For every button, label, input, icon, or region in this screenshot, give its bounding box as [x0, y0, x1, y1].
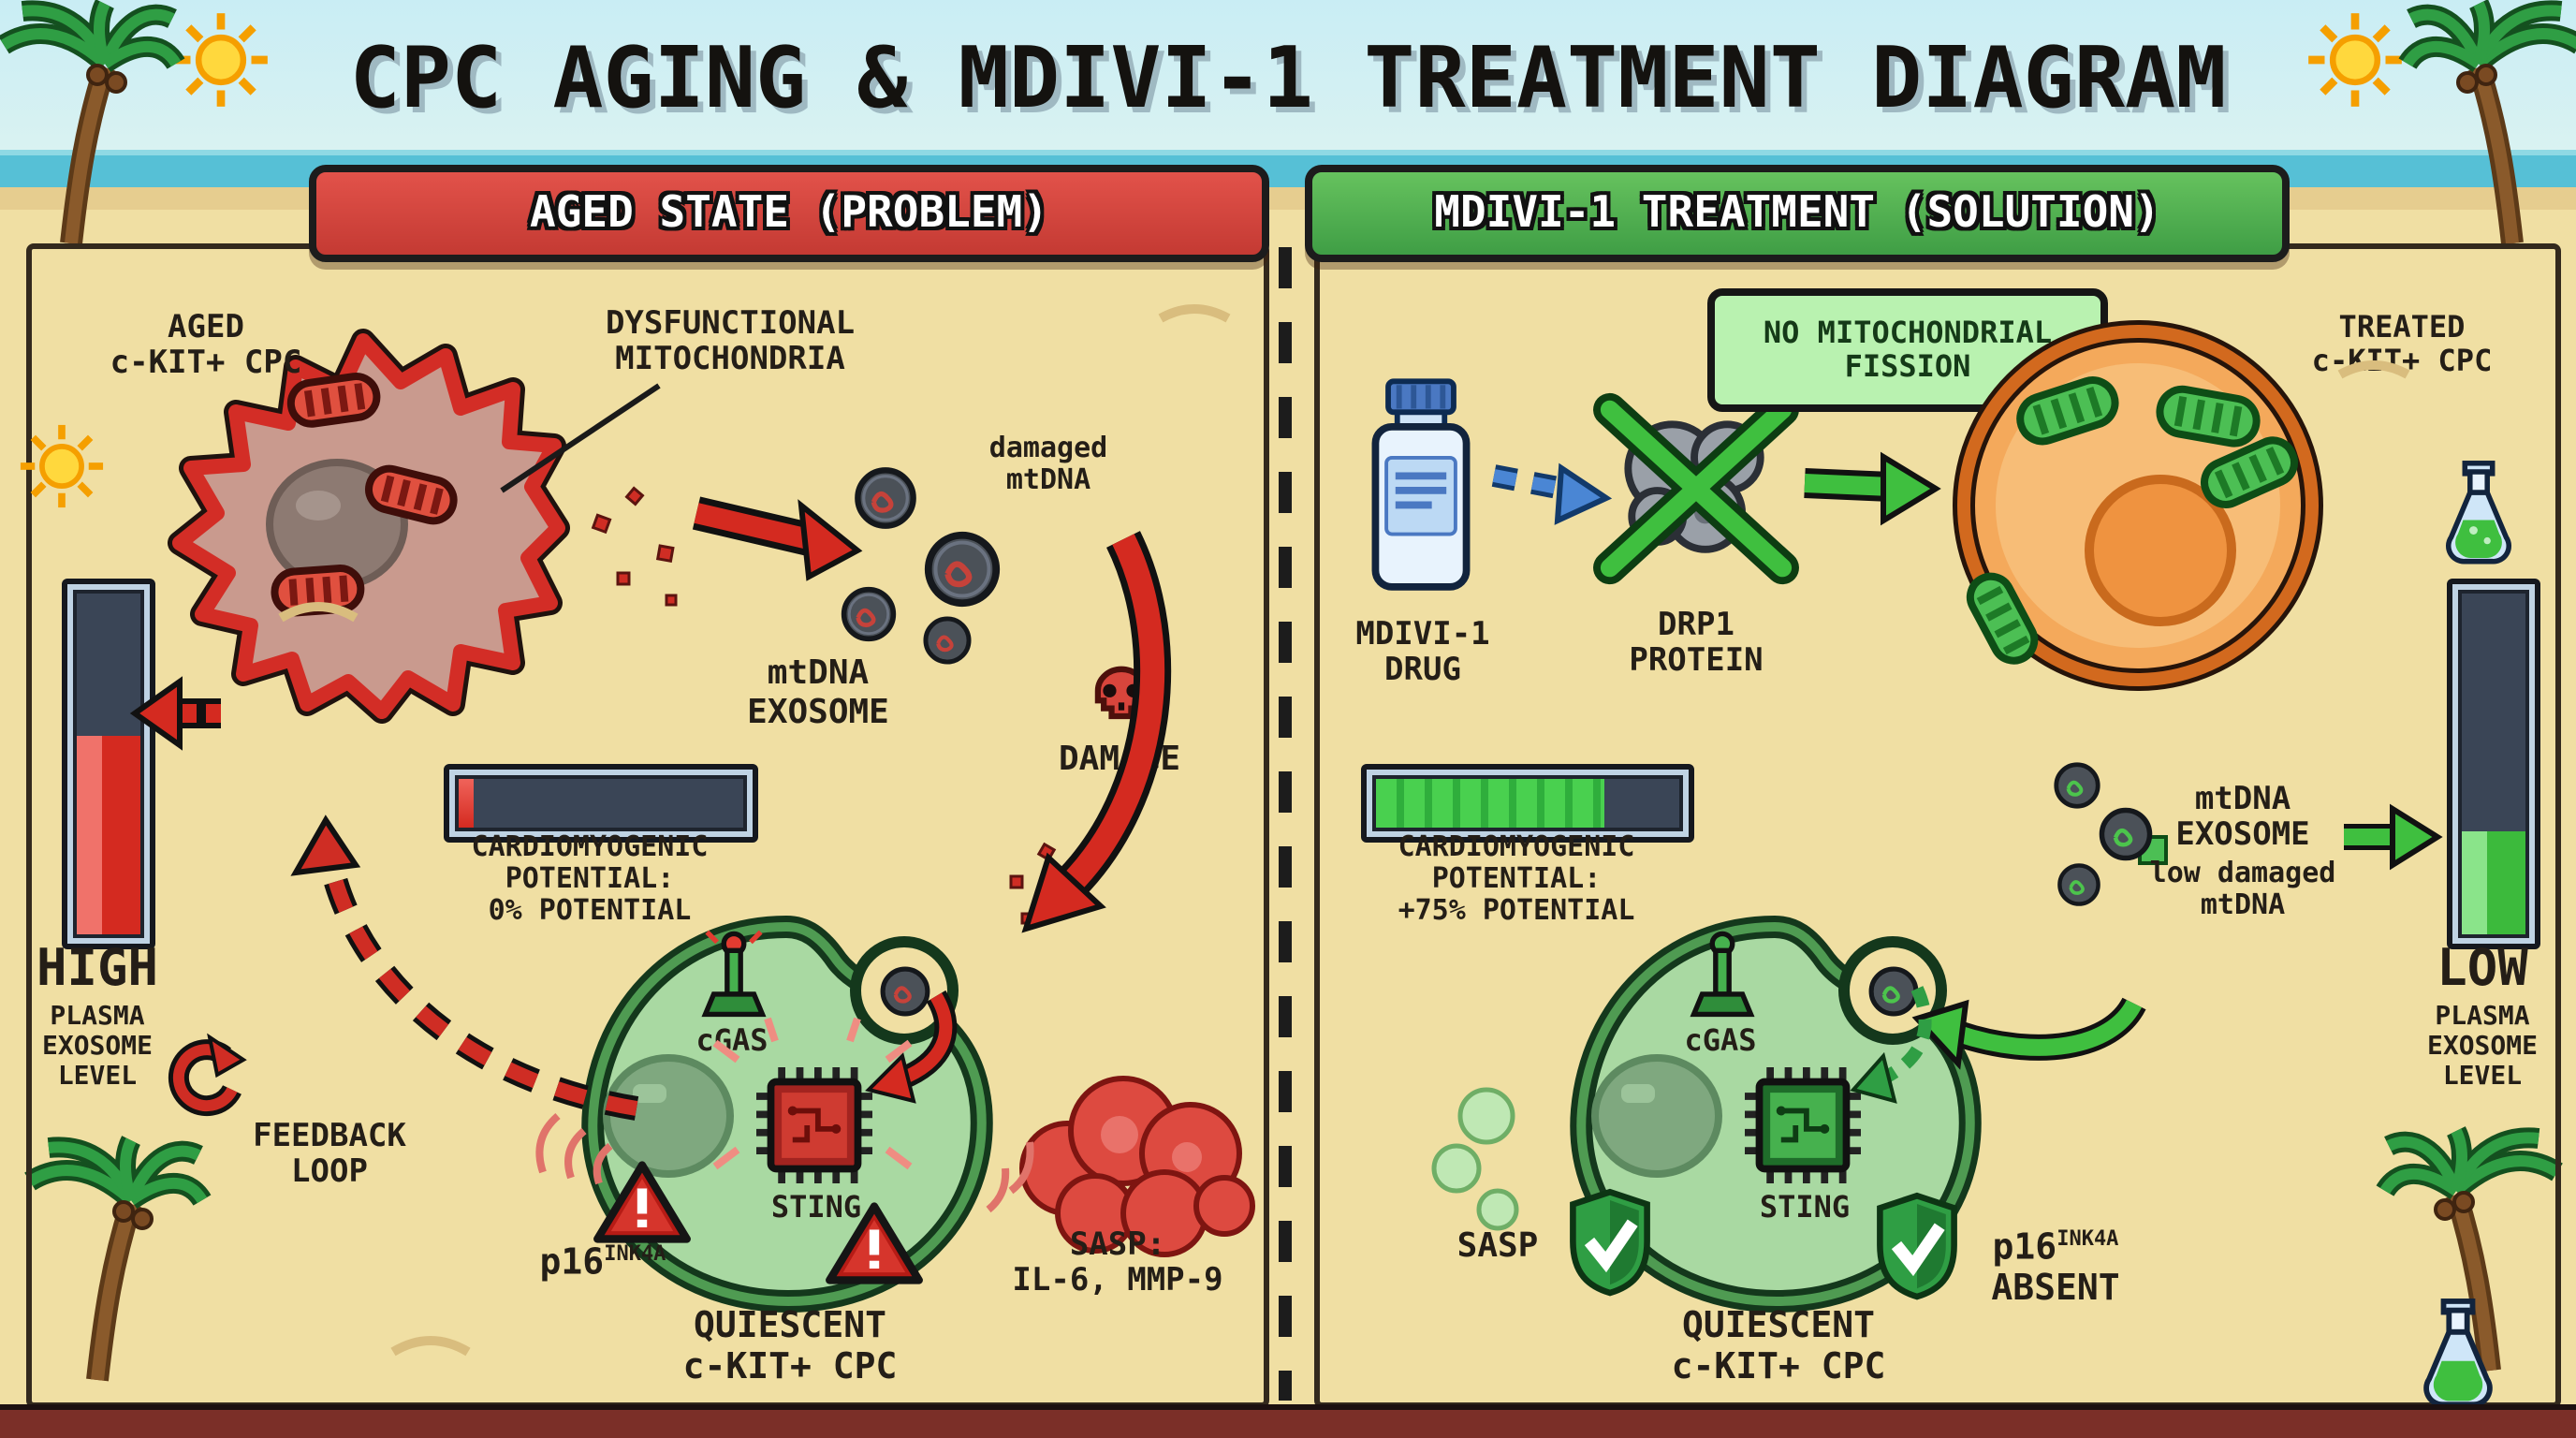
cardio-bar-left-fill	[459, 779, 474, 828]
healthy-mitochondrion-icon	[2016, 376, 2119, 446]
healthy-mitochondrion-icon	[2201, 436, 2299, 508]
sasp-cloud-icon	[1019, 1076, 1255, 1257]
treated-nucleus	[2085, 475, 2236, 626]
cgas-antenna-icon	[1690, 931, 1755, 1018]
exosome-icon	[1868, 966, 1919, 1017]
sun-icon	[20, 424, 104, 508]
panel-divider	[1279, 247, 1292, 1401]
exosome-icon	[924, 531, 1001, 608]
treated-cell	[1953, 320, 2323, 691]
gauge-title-left: HIGH	[36, 940, 159, 998]
sun-icon	[2308, 13, 2402, 107]
exosome-icon	[923, 616, 972, 665]
aged-cell	[168, 329, 570, 724]
dysfunctional-mitochondrion-icon	[365, 464, 458, 525]
palm-tree-icon	[0, 0, 185, 245]
drp1-protein-icon	[1593, 392, 1799, 585]
sting-label-right: STING	[1759, 1189, 1851, 1225]
plasma-gauge-right	[2447, 579, 2540, 949]
cardio-bar-left	[444, 764, 758, 843]
page-title: CPC AGING & MDIVI-1 TREATMENT DIAGRAM	[349, 28, 2227, 127]
pill-bottle-icon	[1371, 378, 1471, 591]
exosome-icon	[2099, 807, 2153, 861]
plasma-gauge-left	[62, 579, 155, 949]
sting-chip-icon	[1745, 1067, 1861, 1183]
calm-puff-icon	[1431, 1087, 1519, 1231]
sun-icon	[174, 13, 268, 107]
exosome-icon	[2054, 762, 2100, 809]
cell-nucleus	[1591, 1054, 1722, 1178]
healthy-mitochondrion-icon	[2156, 385, 2261, 448]
gauge-title-right: LOW	[2437, 940, 2528, 998]
cgas-label-left: cGAS	[695, 1022, 768, 1058]
p16-label-left: p16INK4A	[539, 1241, 666, 1284]
left-panel-header: AGED STATE (PROBLEM)	[309, 165, 1269, 262]
plasma-gauge-left-fill	[77, 736, 140, 934]
warning-triangle-icon	[826, 1202, 923, 1284]
footer-strip	[0, 1404, 2576, 1438]
exosome-icon	[841, 586, 897, 642]
dysfunctional-mitochondrion-icon	[286, 373, 381, 428]
palm-tree-icon	[2398, 0, 2576, 245]
skull-icon	[1094, 666, 1149, 720]
exosome-icon	[880, 966, 930, 1017]
palm-tree-icon	[24, 1136, 212, 1382]
cgas-antenna-icon	[701, 930, 767, 1018]
right-panel-header: MDIVI-1 TREATMENT (SOLUTION)	[1305, 165, 2290, 262]
exosome-icon	[855, 467, 916, 529]
cardio-bar-right	[1361, 764, 1694, 843]
right-header-label: MDIVI-1 TREATMENT (SOLUTION)	[1434, 189, 2160, 238]
sting-label-left: STING	[770, 1189, 862, 1225]
p16-absent-label: p16INK4A ABSENT	[1991, 1226, 2120, 1309]
cgas-label-right: cGAS	[1684, 1022, 1757, 1058]
cardio-bar-right-fill	[1376, 779, 1603, 828]
green-cross-icon	[1593, 392, 1799, 585]
flask-icon	[2446, 461, 2511, 565]
damage-label: DAMAGE	[1058, 740, 1181, 779]
sting-chip-icon	[756, 1067, 872, 1183]
shield-check-icon	[1877, 1192, 1957, 1300]
bubble-line: NO MITOCHONDRIAL	[1763, 314, 2053, 350]
feedback-loop-icon	[168, 1033, 247, 1117]
healthy-mitochondrion-icon	[1966, 572, 2039, 665]
sky-band	[0, 0, 2576, 150]
flask-icon	[2423, 1299, 2493, 1408]
warning-triangle-icon	[593, 1161, 691, 1243]
plasma-gauge-right-fill	[2462, 831, 2525, 934]
exosome-icon	[2057, 863, 2100, 906]
shield-check-icon	[1570, 1188, 1650, 1297]
bubble-line: FISSION	[1844, 348, 1971, 384]
left-header-label: AGED STATE (PROBLEM)	[530, 189, 1048, 238]
dysfunctional-mitochondrion-icon	[271, 565, 365, 617]
sasp-label-right: SASP	[1456, 1226, 1539, 1266]
sasp-label-left: SASP:IL-6, MMP-9	[1012, 1226, 1223, 1300]
palm-tree-icon	[2376, 1126, 2563, 1372]
